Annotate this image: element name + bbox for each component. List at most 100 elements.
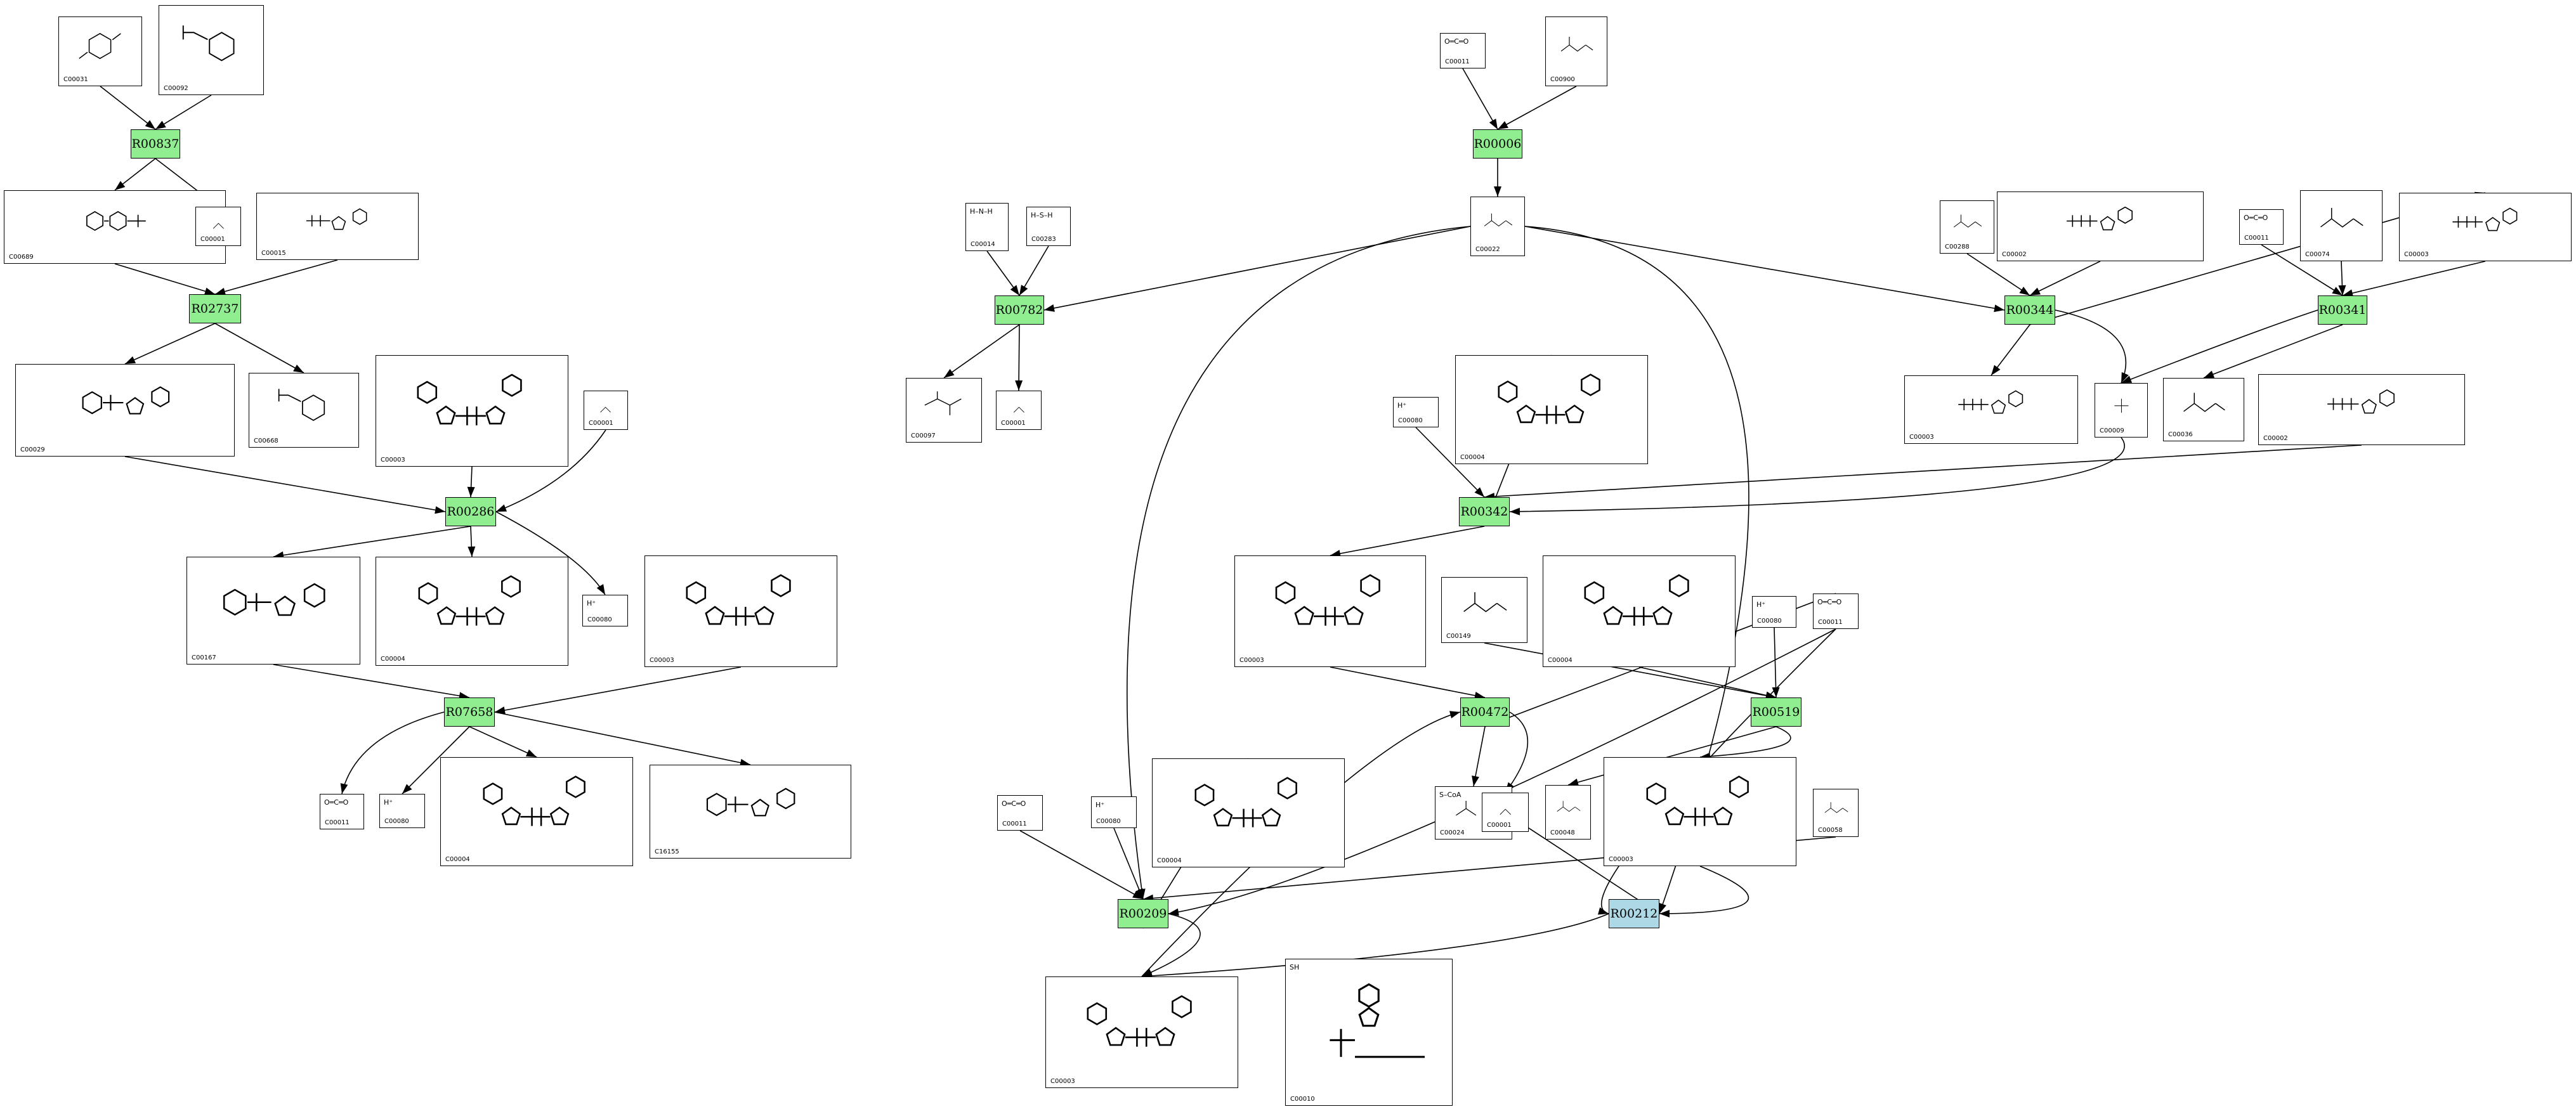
- edge-arrowhead: [2121, 375, 2133, 383]
- compound-id: C00003: [1239, 657, 1264, 664]
- compound-id: C00058: [1818, 827, 1843, 834]
- reaction-edge: [2203, 324, 2343, 379]
- compound-node[interactable]: C00002: [1997, 191, 2204, 261]
- compound-node[interactable]: C00004: [1455, 355, 1648, 464]
- compound-node[interactable]: C00004: [440, 757, 633, 866]
- compound-node[interactable]: C00092: [159, 5, 264, 95]
- compound-node[interactable]: C00001: [584, 391, 628, 430]
- molecule-structure: [86, 211, 146, 231]
- compound-node[interactable]: C00036: [2163, 378, 2244, 441]
- molecule-structure: [278, 388, 325, 421]
- compound-node[interactable]: H⁺C00080: [1393, 397, 1439, 427]
- reaction-node-r00519[interactable]: R00519: [1751, 697, 1801, 727]
- compound-id: C00031: [63, 76, 88, 83]
- reaction-node-r00342[interactable]: R00342: [1459, 497, 1510, 526]
- reaction-edge: [1473, 726, 1486, 787]
- compound-node[interactable]: C16155: [650, 765, 851, 859]
- compound-node[interactable]: H⁺C00080: [379, 794, 425, 828]
- reaction-node-r00212[interactable]: R00212: [1609, 899, 1659, 928]
- compound-node[interactable]: C00001: [996, 391, 1042, 430]
- reaction-node-r07658[interactable]: R07658: [444, 697, 495, 727]
- proton-label: H⁺: [384, 798, 393, 807]
- compound-node[interactable]: C00003: [1604, 757, 1796, 866]
- compound-node[interactable]: C00001: [1482, 793, 1529, 832]
- compound-node[interactable]: C00003: [1904, 375, 2078, 444]
- reaction-node-r00341[interactable]: R00341: [2318, 295, 2367, 325]
- compound-node[interactable]: C00149: [1441, 577, 1527, 643]
- compound-node[interactable]: H⁺C00080: [582, 595, 628, 626]
- reaction-node-r00472[interactable]: R00472: [1460, 697, 1510, 727]
- compound-node[interactable]: C00031: [58, 16, 142, 86]
- compound-node[interactable]: C00097: [906, 378, 982, 443]
- compound-node[interactable]: C00002: [2258, 374, 2465, 445]
- reaction-edge: [1659, 866, 1749, 914]
- compound-node[interactable]: C00668: [249, 373, 359, 448]
- compound-node[interactable]: C00009: [2095, 383, 2148, 438]
- edge-arrowhead: [1510, 507, 1520, 516]
- reaction-node-r00344[interactable]: R00344: [2004, 295, 2055, 325]
- molecule-structure: [1484, 213, 1512, 227]
- molecule-structure: [1087, 995, 1192, 1047]
- reaction-edge: [124, 323, 216, 365]
- compound-node[interactable]: C00167: [186, 557, 360, 665]
- compound-node[interactable]: C00074: [2300, 190, 2383, 261]
- compound-node[interactable]: C00004: [1152, 758, 1345, 867]
- reaction-edge: [341, 711, 445, 794]
- compound-id: C00080: [1096, 818, 1121, 825]
- compound-node[interactable]: C00022: [1470, 197, 1525, 256]
- reaction-node-r00286[interactable]: R00286: [445, 497, 496, 526]
- compound-node[interactable]: C00058: [1813, 789, 1859, 837]
- compound-node[interactable]: C00004: [1543, 555, 1736, 667]
- reaction-node-r00782[interactable]: R00782: [995, 295, 1044, 325]
- compound-node[interactable]: C00003: [1045, 976, 1238, 1088]
- compound-node[interactable]: C00004: [376, 557, 568, 666]
- edge-arrowhead: [1168, 908, 1179, 916]
- compound-id: C00074: [2305, 251, 2330, 258]
- compound-node[interactable]: C00003: [2399, 193, 2572, 261]
- compound-node[interactable]: H⁺C00080: [1091, 796, 1137, 828]
- edge-arrowhead: [1498, 121, 1508, 129]
- compound-node[interactable]: C00003: [376, 355, 568, 467]
- co2-label: O═C═O: [2244, 214, 2268, 222]
- compound-id: C00036: [2168, 431, 2193, 438]
- molecule-structure: [1275, 574, 1380, 626]
- compound-id: C00149: [1446, 633, 1471, 640]
- edge-arrowhead: [1135, 888, 1143, 899]
- molecule-structure: [306, 208, 367, 230]
- molecule-structure: [1584, 574, 1689, 626]
- compound-id: C00001: [1001, 420, 1026, 427]
- reaction-node-r00837[interactable]: R00837: [131, 129, 180, 159]
- compound-id: C00004: [1157, 857, 1182, 864]
- edge-arrowhead: [1659, 902, 1666, 914]
- compound-node[interactable]: C00689: [4, 190, 226, 264]
- molecule-structure: [82, 386, 169, 415]
- edge-arrowhead: [1772, 687, 1780, 697]
- reaction-edge: [1991, 324, 2030, 376]
- compound-node[interactable]: C00001: [195, 207, 241, 246]
- reaction-node-r00006[interactable]: R00006: [1473, 129, 1522, 159]
- reaction-node-r02737[interactable]: R02737: [189, 294, 241, 323]
- compound-id: C00003: [381, 457, 405, 464]
- edge-arrowhead: [1489, 119, 1498, 129]
- edge-arrowhead: [125, 356, 136, 364]
- compound-node[interactable]: C00003: [1234, 555, 1426, 667]
- compound-node[interactable]: C00048: [1545, 785, 1591, 840]
- reaction-edge: [2341, 261, 2343, 296]
- compound-node[interactable]: C00900: [1545, 16, 1607, 86]
- compound-node[interactable]: H⁺C00080: [1752, 596, 1796, 628]
- compound-node[interactable]: C00003: [644, 555, 837, 667]
- compound-node[interactable]: C00029: [15, 364, 235, 457]
- reaction-node-r00209[interactable]: R00209: [1118, 899, 1168, 928]
- compound-node[interactable]: C00015: [256, 193, 419, 260]
- molecule-structure: [1557, 801, 1581, 812]
- compound-node[interactable]: C00288: [1940, 200, 1994, 254]
